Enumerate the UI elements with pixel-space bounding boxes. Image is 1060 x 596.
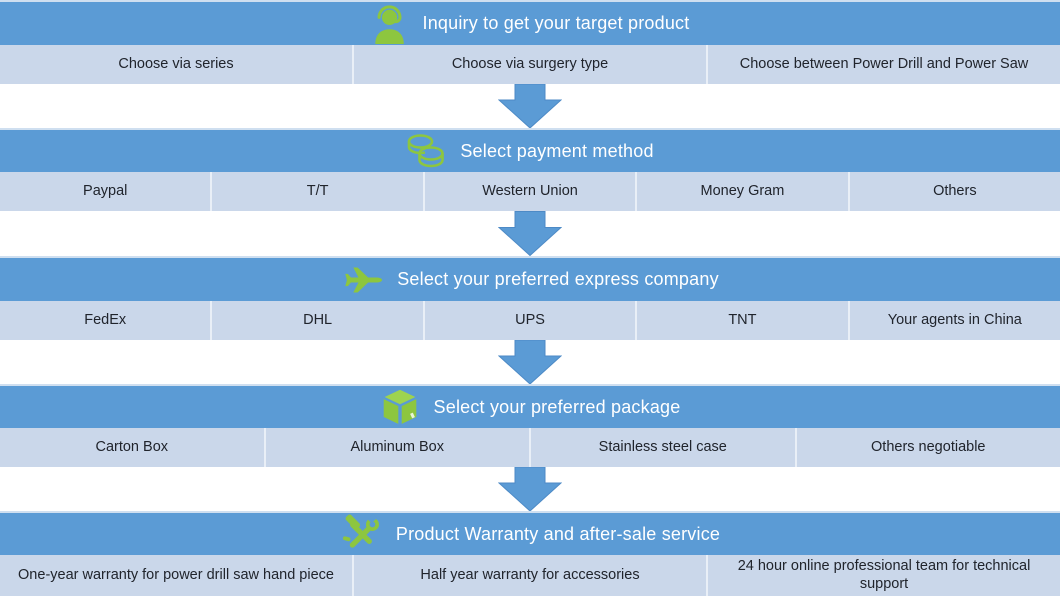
option-cell: Western Union [422,172,636,211]
option-cell: Choose via surgery type [352,45,706,84]
option-cell: DHL [210,301,423,340]
step-options-express: FedEx DHL UPS TNT Your agents in China [0,301,1060,340]
option-cell: FedEx [0,301,211,340]
repair-tools-icon [340,513,382,555]
support-agent-icon [371,4,409,44]
step-title: Inquiry to get your target product [422,13,690,33]
option-cell: Aluminum Box [263,428,529,467]
step-options-payment: Paypal T/T Western Union Money Gram Othe… [0,172,1060,211]
step-title: Select your preferred package [433,396,681,417]
flow-connector [0,84,1060,128]
step-header-package: Select your preferred package [0,384,1060,428]
option-cell: Paypal [0,172,211,211]
step-title: Product Warranty and after-sale service [395,523,721,544]
flow-connector [0,211,1060,256]
flow-connector [0,467,1060,511]
flow-connector [0,340,1060,384]
step-options-inquiry: Choose via series Choose via surgery typ… [0,45,1060,84]
down-arrow-icon [498,211,562,256]
option-cell: Your agents in China [847,301,1060,340]
step-header-payment: Select payment method [0,128,1060,172]
option-cell: 24 hour online professional team for tec… [706,555,1060,596]
step-header-express: Select your preferred express company [0,256,1060,301]
down-arrow-icon [498,84,562,128]
down-arrow-icon [498,340,562,384]
option-cell: UPS [422,301,636,340]
option-cell: Half year warranty for accessories [352,555,706,596]
option-cell: Others negotiable [794,428,1060,467]
option-cell: Carton Box [0,428,264,467]
option-cell: T/T [210,172,423,211]
step-header-warranty: Product Warranty and after-sale service [0,511,1060,555]
down-arrow-icon [498,467,562,511]
step-options-package: Carton Box Aluminum Box Stainless steel … [0,428,1060,467]
coins-icon [406,133,446,169]
option-cell: Stainless steel case [529,428,795,467]
airplane-icon [341,264,383,296]
step-options-warranty: One-year warranty for power drill saw ha… [0,555,1060,596]
step-header-inquiry: Inquiry to get your target product [0,0,1060,45]
step-title: Select your preferred express company [397,269,719,289]
option-cell: Choose between Power Drill and Power Saw [706,45,1060,84]
option-cell: Choose via series [0,45,352,84]
option-cell: Others [847,172,1060,211]
option-cell: TNT [635,301,848,340]
option-cell: Money Gram [635,172,848,211]
option-cell: One-year warranty for power drill saw ha… [0,555,352,596]
step-title: Select payment method [460,140,654,161]
package-box-icon [380,387,420,427]
